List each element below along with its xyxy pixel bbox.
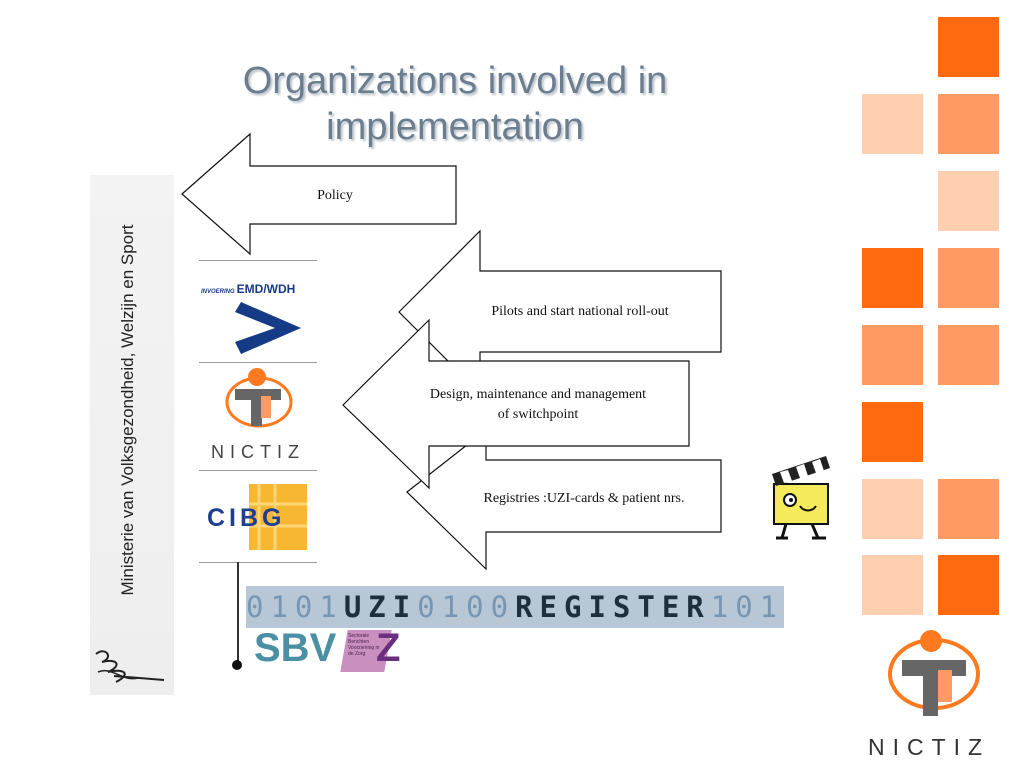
decorative-tile: [938, 248, 999, 308]
slide-title: Organizations involved in implementation: [150, 58, 760, 150]
arrow-label-registries: Registries :UZI-cards & patient nrs.: [483, 491, 685, 506]
sbvz-subtitle: Sectorale Berichten Voorziening in de Zo…: [348, 633, 380, 657]
decorative-tile: [938, 17, 999, 77]
chevron-right-icon: [235, 302, 301, 354]
decorative-tile: [862, 94, 923, 154]
divider: [199, 362, 317, 363]
divider: [199, 470, 317, 471]
arrow-policy: [181, 132, 457, 256]
arrow-label-policy: Policy: [317, 188, 353, 203]
decorative-tile: [938, 325, 999, 385]
uzi-binary-3: 10111: [710, 590, 784, 624]
sbvz-logo: Sectorale Berichten Voorziening in de Zo…: [250, 626, 420, 684]
uzi-register-logo: 0101UZI0100REGISTER10111: [246, 586, 784, 628]
emd-label: EMD/WDH: [236, 282, 296, 296]
decorative-tile: [938, 94, 999, 154]
cibg-wordmark: CIBG: [207, 504, 286, 532]
ministry-signature-icon: [95, 650, 165, 683]
clapperboard-icon: [772, 456, 830, 540]
decorative-tile: [862, 248, 923, 308]
title-line-2: implementation: [326, 106, 584, 148]
decorative-tile: [862, 555, 923, 615]
timeline-line: [237, 562, 239, 666]
decorative-tile: [862, 325, 923, 385]
divider: [199, 562, 317, 563]
nictiz-main-logo-icon: [888, 630, 980, 716]
decorative-tile: [862, 479, 923, 539]
timeline-dot: [232, 660, 242, 670]
register-word: REGISTER: [515, 590, 711, 624]
arrow-label-pilots: Pilots and start national roll-out: [491, 304, 669, 319]
arrow-label-design: Design, maintenance and management of sw…: [429, 387, 647, 422]
nictiz-main-wordmark: NICTIZ: [868, 734, 991, 760]
sbvz-z: Z: [376, 626, 401, 670]
uzi-binary-1: 0101: [246, 590, 344, 624]
decorative-tile: [862, 402, 923, 462]
decorative-tile: [938, 555, 999, 615]
nictiz-logo-icon: [225, 368, 293, 428]
cibg-logo-icon: [249, 484, 307, 550]
divider: [199, 260, 317, 261]
decorative-tile: [938, 171, 999, 231]
arrow-design: [342, 318, 690, 490]
uzi-binary-2: 0100: [417, 590, 516, 624]
title-line-1: Organizations involved in: [242, 60, 668, 102]
emd-prefix: INVOERING: [201, 289, 235, 295]
ministry-band: [90, 175, 174, 695]
sbvz-sbv: SBV: [254, 626, 337, 670]
decorative-tile: [938, 479, 999, 539]
uzi-word: UZI: [343, 590, 418, 624]
nictiz-wordmark: NICTIZ: [211, 442, 305, 462]
